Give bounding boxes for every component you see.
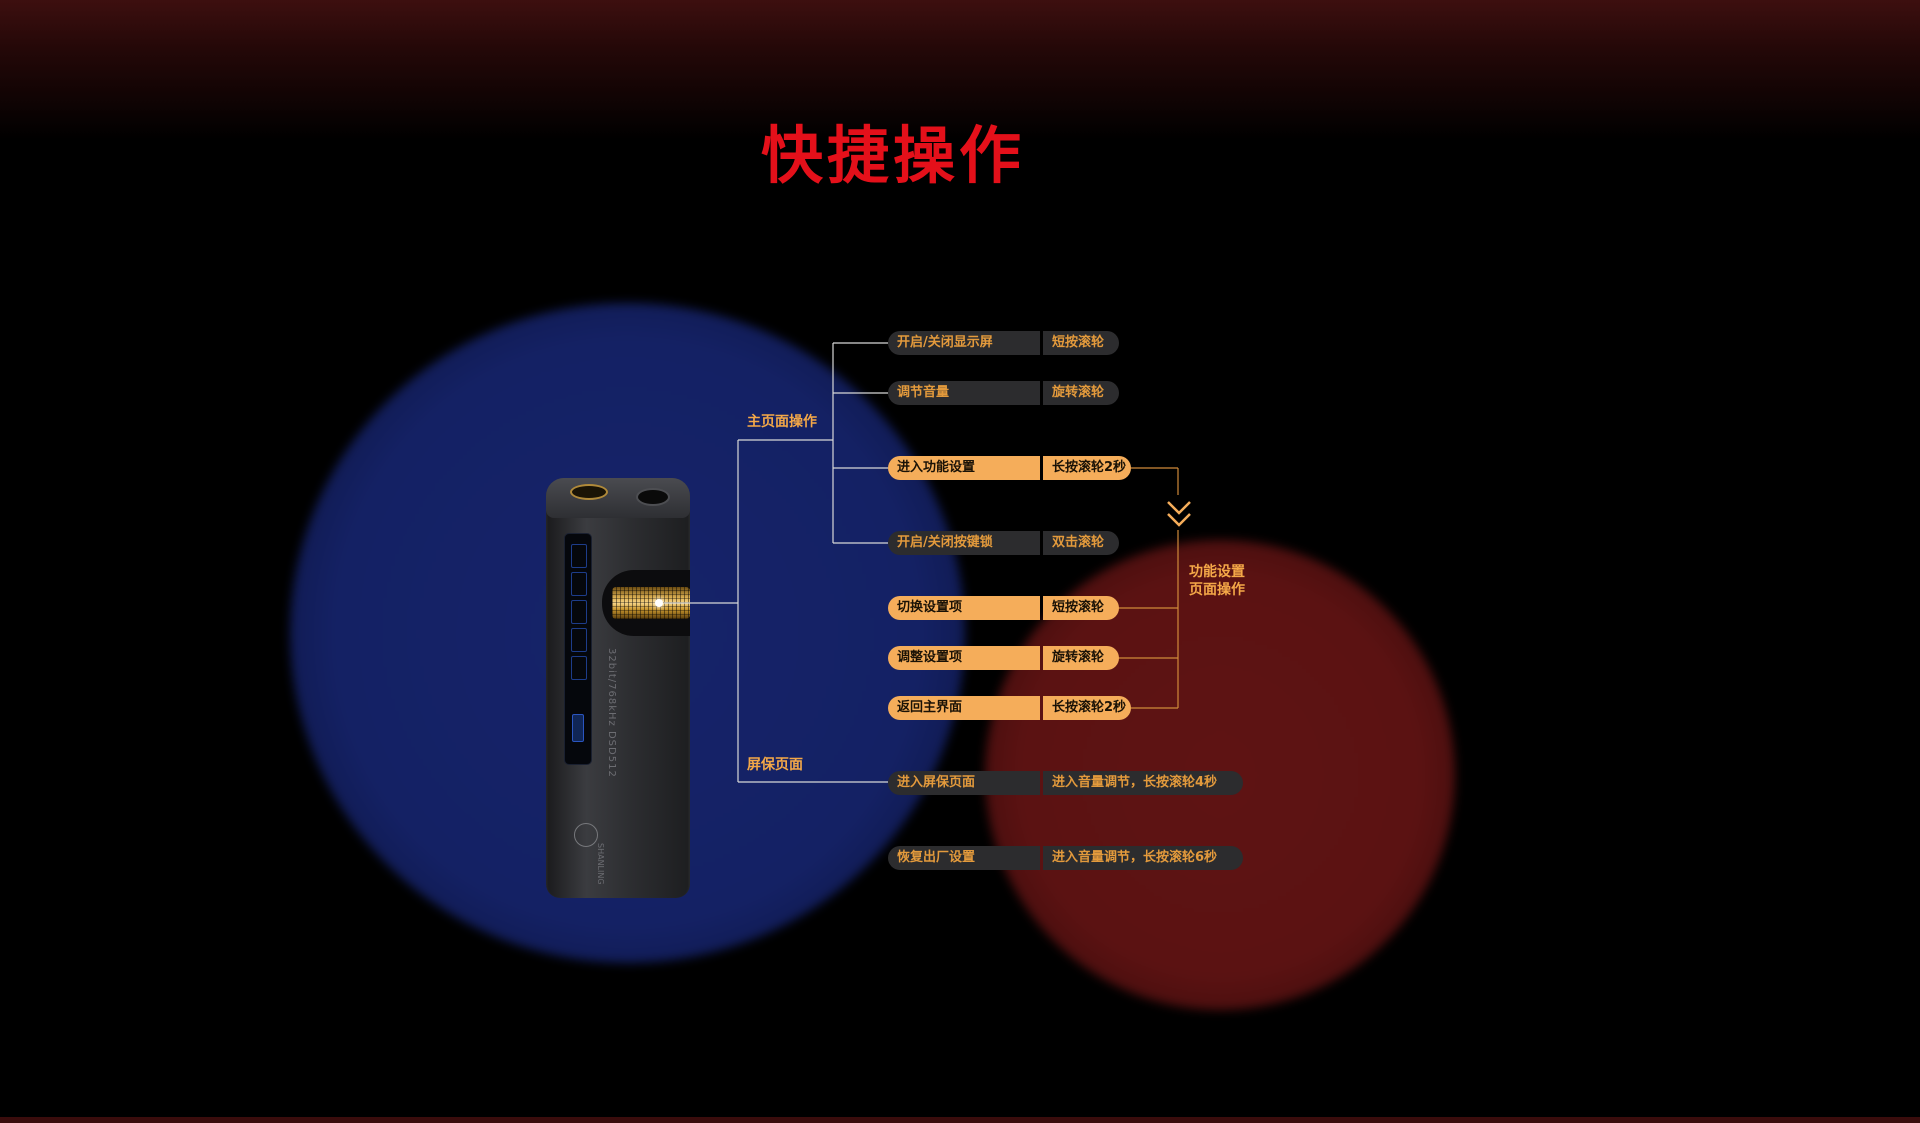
device-spec-print: 32bit/768kHz DSD512 [606,648,617,778]
operation-action: 调节音量 [888,381,1040,405]
operation-method: 旋转滚轮 [1043,646,1119,670]
double-chevron-down-icon [1167,501,1191,527]
dac-device-image: 32bit/768kHz DSD512 SHANLING [546,478,690,898]
brand-logo-icon [574,823,598,847]
operation-method: 旋转滚轮 [1043,381,1119,405]
operation-action: 进入屏保页面 [888,771,1040,795]
operation-method: 进入音量调节，长按滚轮6秒 [1043,846,1243,870]
group-label-screensaver: 屏保页面 [747,757,803,773]
operation-action: 进入功能设置 [888,456,1040,480]
operation-action: 调整设置项 [888,646,1040,670]
operation-action: 切换设置项 [888,596,1040,620]
screen-segment [571,572,587,596]
device-screen [564,533,592,765]
operation-action: 开启/关闭按键锁 [888,531,1040,555]
operation-method: 双击滚轮 [1043,531,1119,555]
group-label-main: 主页面操作 [747,414,817,430]
brand-logo-text: SHANLING [596,843,605,885]
operation-method: 长按滚轮2秒 [1043,696,1131,720]
operation-action: 返回主界面 [888,696,1040,720]
operation-action: 开启/关闭显示屏 [888,331,1040,355]
page-title: 快捷操作 [761,119,1026,192]
screen-segment [571,544,587,568]
audio-jack [636,488,670,506]
gold-audio-jack [570,484,608,500]
screen-segment [571,656,587,680]
operation-method: 长按滚轮2秒 [1043,456,1131,480]
bottom-border [0,1117,1920,1123]
screen-segment [571,628,587,652]
operation-method: 进入音量调节，长按滚轮4秒 [1043,771,1243,795]
screen-battery-indicator [572,714,584,742]
operation-method: 短按滚轮 [1043,596,1119,620]
group-label-settings: 功能设置 页面操作 [1189,564,1245,598]
wheel-highlight-dot [655,599,663,607]
operation-action: 恢复出厂设置 [888,846,1040,870]
screen-segment [571,600,587,624]
operation-method: 短按滚轮 [1043,331,1119,355]
top-gradient-band [0,0,1920,140]
device-top-cap [546,478,690,518]
